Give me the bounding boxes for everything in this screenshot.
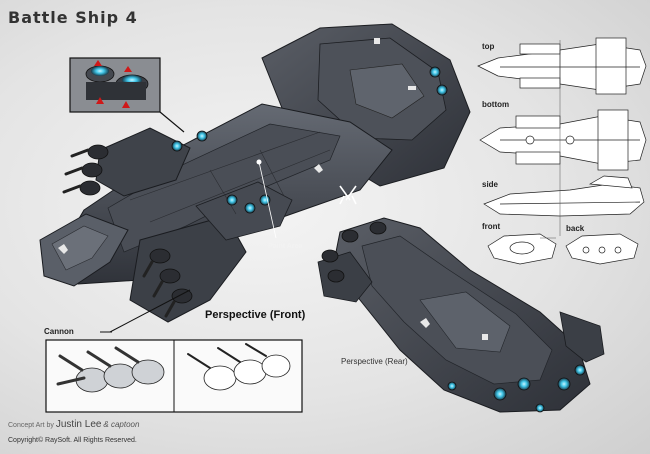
front-view-drawing bbox=[487, 233, 557, 265]
orthographic-views bbox=[477, 37, 647, 265]
side-view-drawing bbox=[483, 175, 645, 217]
cannon-label: Cannon bbox=[44, 327, 74, 336]
paint-area-label: Paint Area bbox=[268, 243, 303, 250]
ship-front-perspective bbox=[39, 23, 471, 323]
perspective-front-label: Perspective (Front) bbox=[205, 309, 306, 321]
concept-art-by-text: Concept Art by bbox=[8, 422, 54, 429]
credits-line: Concept Art by Justin Lee & captoon bbox=[8, 419, 139, 430]
cannon-detail-box bbox=[45, 289, 303, 413]
collaborator-name: & captoon bbox=[103, 420, 140, 429]
ship-rear-perspective bbox=[317, 217, 605, 413]
emblem-icon bbox=[339, 185, 357, 205]
sheet-title: Battle Ship 4 bbox=[8, 8, 138, 27]
bottom-view-drawing bbox=[479, 109, 647, 171]
view-label-bottom: bottom bbox=[482, 100, 510, 109]
view-label-side: side bbox=[482, 180, 499, 189]
copyright-text: Copyright© RaySoft. All Rights Reserved. bbox=[8, 437, 137, 444]
thruster-detail-callout bbox=[69, 57, 185, 133]
perspective-rear-label: Perspective (Rear) bbox=[341, 357, 408, 366]
top-view-drawing bbox=[477, 37, 647, 95]
view-label-top: top bbox=[482, 42, 495, 51]
view-label-front: front bbox=[482, 222, 501, 231]
artist-name: Justin Lee bbox=[55, 419, 102, 430]
view-label-back: back bbox=[566, 224, 585, 233]
back-view-drawing bbox=[565, 233, 639, 265]
